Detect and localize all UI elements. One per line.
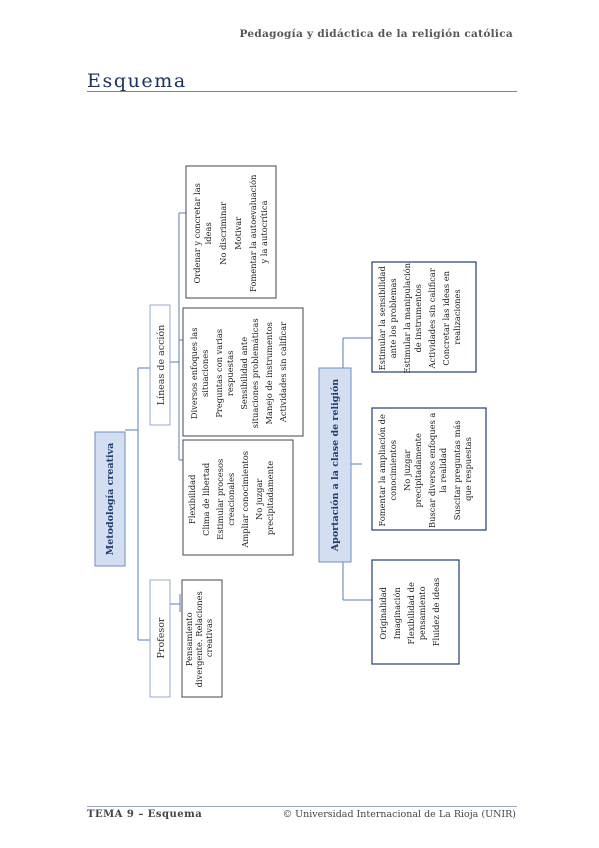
root-node-metodologia: Metodología creativa (94, 431, 126, 567)
svg-text:Estimular la sensibilidad: Estimular la sensibilidad ante los probl… (377, 260, 462, 373)
title-divider (87, 91, 517, 92)
box-aportacion-top: Estimular la sensibilidad ante los probl… (371, 260, 477, 374)
box-metodo-2-text: Diversos enfoques las situaciones Pregun… (189, 316, 288, 428)
root-node-aportacion: Aportación a la clase de religión (318, 367, 352, 563)
box-metodo-1-text: Flexibilidad Clima de libertad Estimular… (187, 448, 275, 549)
box-aportacion-bottom: Originalidad Imaginación Flexibilidad de… (371, 559, 460, 665)
branch-lineas-label: Líneas de acción (156, 325, 167, 406)
box-metodo-3: Ordenar y concretar las ideas No discrim… (185, 165, 277, 299)
box-aportacion-middle: Fomentar la ampliación de conocimientos … (371, 407, 487, 531)
svg-text:Ordenar y concretar las: Ordenar y concretar las ideas No discrim… (192, 172, 269, 292)
footer-divider (87, 806, 517, 807)
branch-profesor-label: Profesor (156, 617, 167, 658)
box-aportacion-top-text: Estimular la sensibilidad ante los probl… (377, 260, 462, 373)
svg-text:Originalidad Imaginaci: Originalidad Imaginación Flexibilidad de… (378, 578, 441, 647)
page-title: Esquema (87, 70, 187, 92)
running-header: Pedagogía y didáctica de la religión cat… (239, 28, 513, 40)
box-profesor: Pensamiento divergente. Relaciones creat… (181, 579, 223, 698)
left-connectors (125, 212, 186, 641)
footer-topic: TEMA 9 – Esquema (87, 809, 203, 820)
branch-lineas-accion: Líneas de acción (149, 304, 171, 426)
box-metodo-2: Diversos enfoques las situaciones Pregun… (182, 307, 304, 437)
svg-text:Diversos enfoques las: Diversos enfoques las situaciones Pregun… (189, 316, 288, 428)
right-connectors (342, 337, 372, 601)
box-metodo-1: Flexibilidad Clima de libertad Estimular… (182, 439, 294, 556)
svg-text:Pensamiento divergente: Pensamiento divergente. Relaciones creat… (184, 589, 214, 688)
svg-text:Flexibilidad Clima de: Flexibilidad Clima de libertad Estimular… (187, 448, 275, 548)
root-label: Metodología creativa (105, 443, 116, 556)
branch-profesor: Profesor (149, 579, 171, 698)
aportacion-label: Aportación a la clase de religión (330, 379, 341, 552)
box-metodo-3-text: Ordenar y concretar las ideas No discrim… (192, 172, 269, 292)
box-profesor-text: Pensamiento divergente. Relaciones creat… (184, 589, 214, 688)
footer-copyright: © Universidad Internacional de La Rioja … (282, 809, 516, 820)
box-aportacion-middle-text: Fomentar la ampliación de conocimientos … (377, 410, 473, 528)
svg-text:Fomentar la ampliación de: Fomentar la ampliación de conocimientos … (377, 410, 473, 528)
box-aportacion-bottom-text: Originalidad Imaginación Flexibilidad de… (378, 578, 441, 647)
